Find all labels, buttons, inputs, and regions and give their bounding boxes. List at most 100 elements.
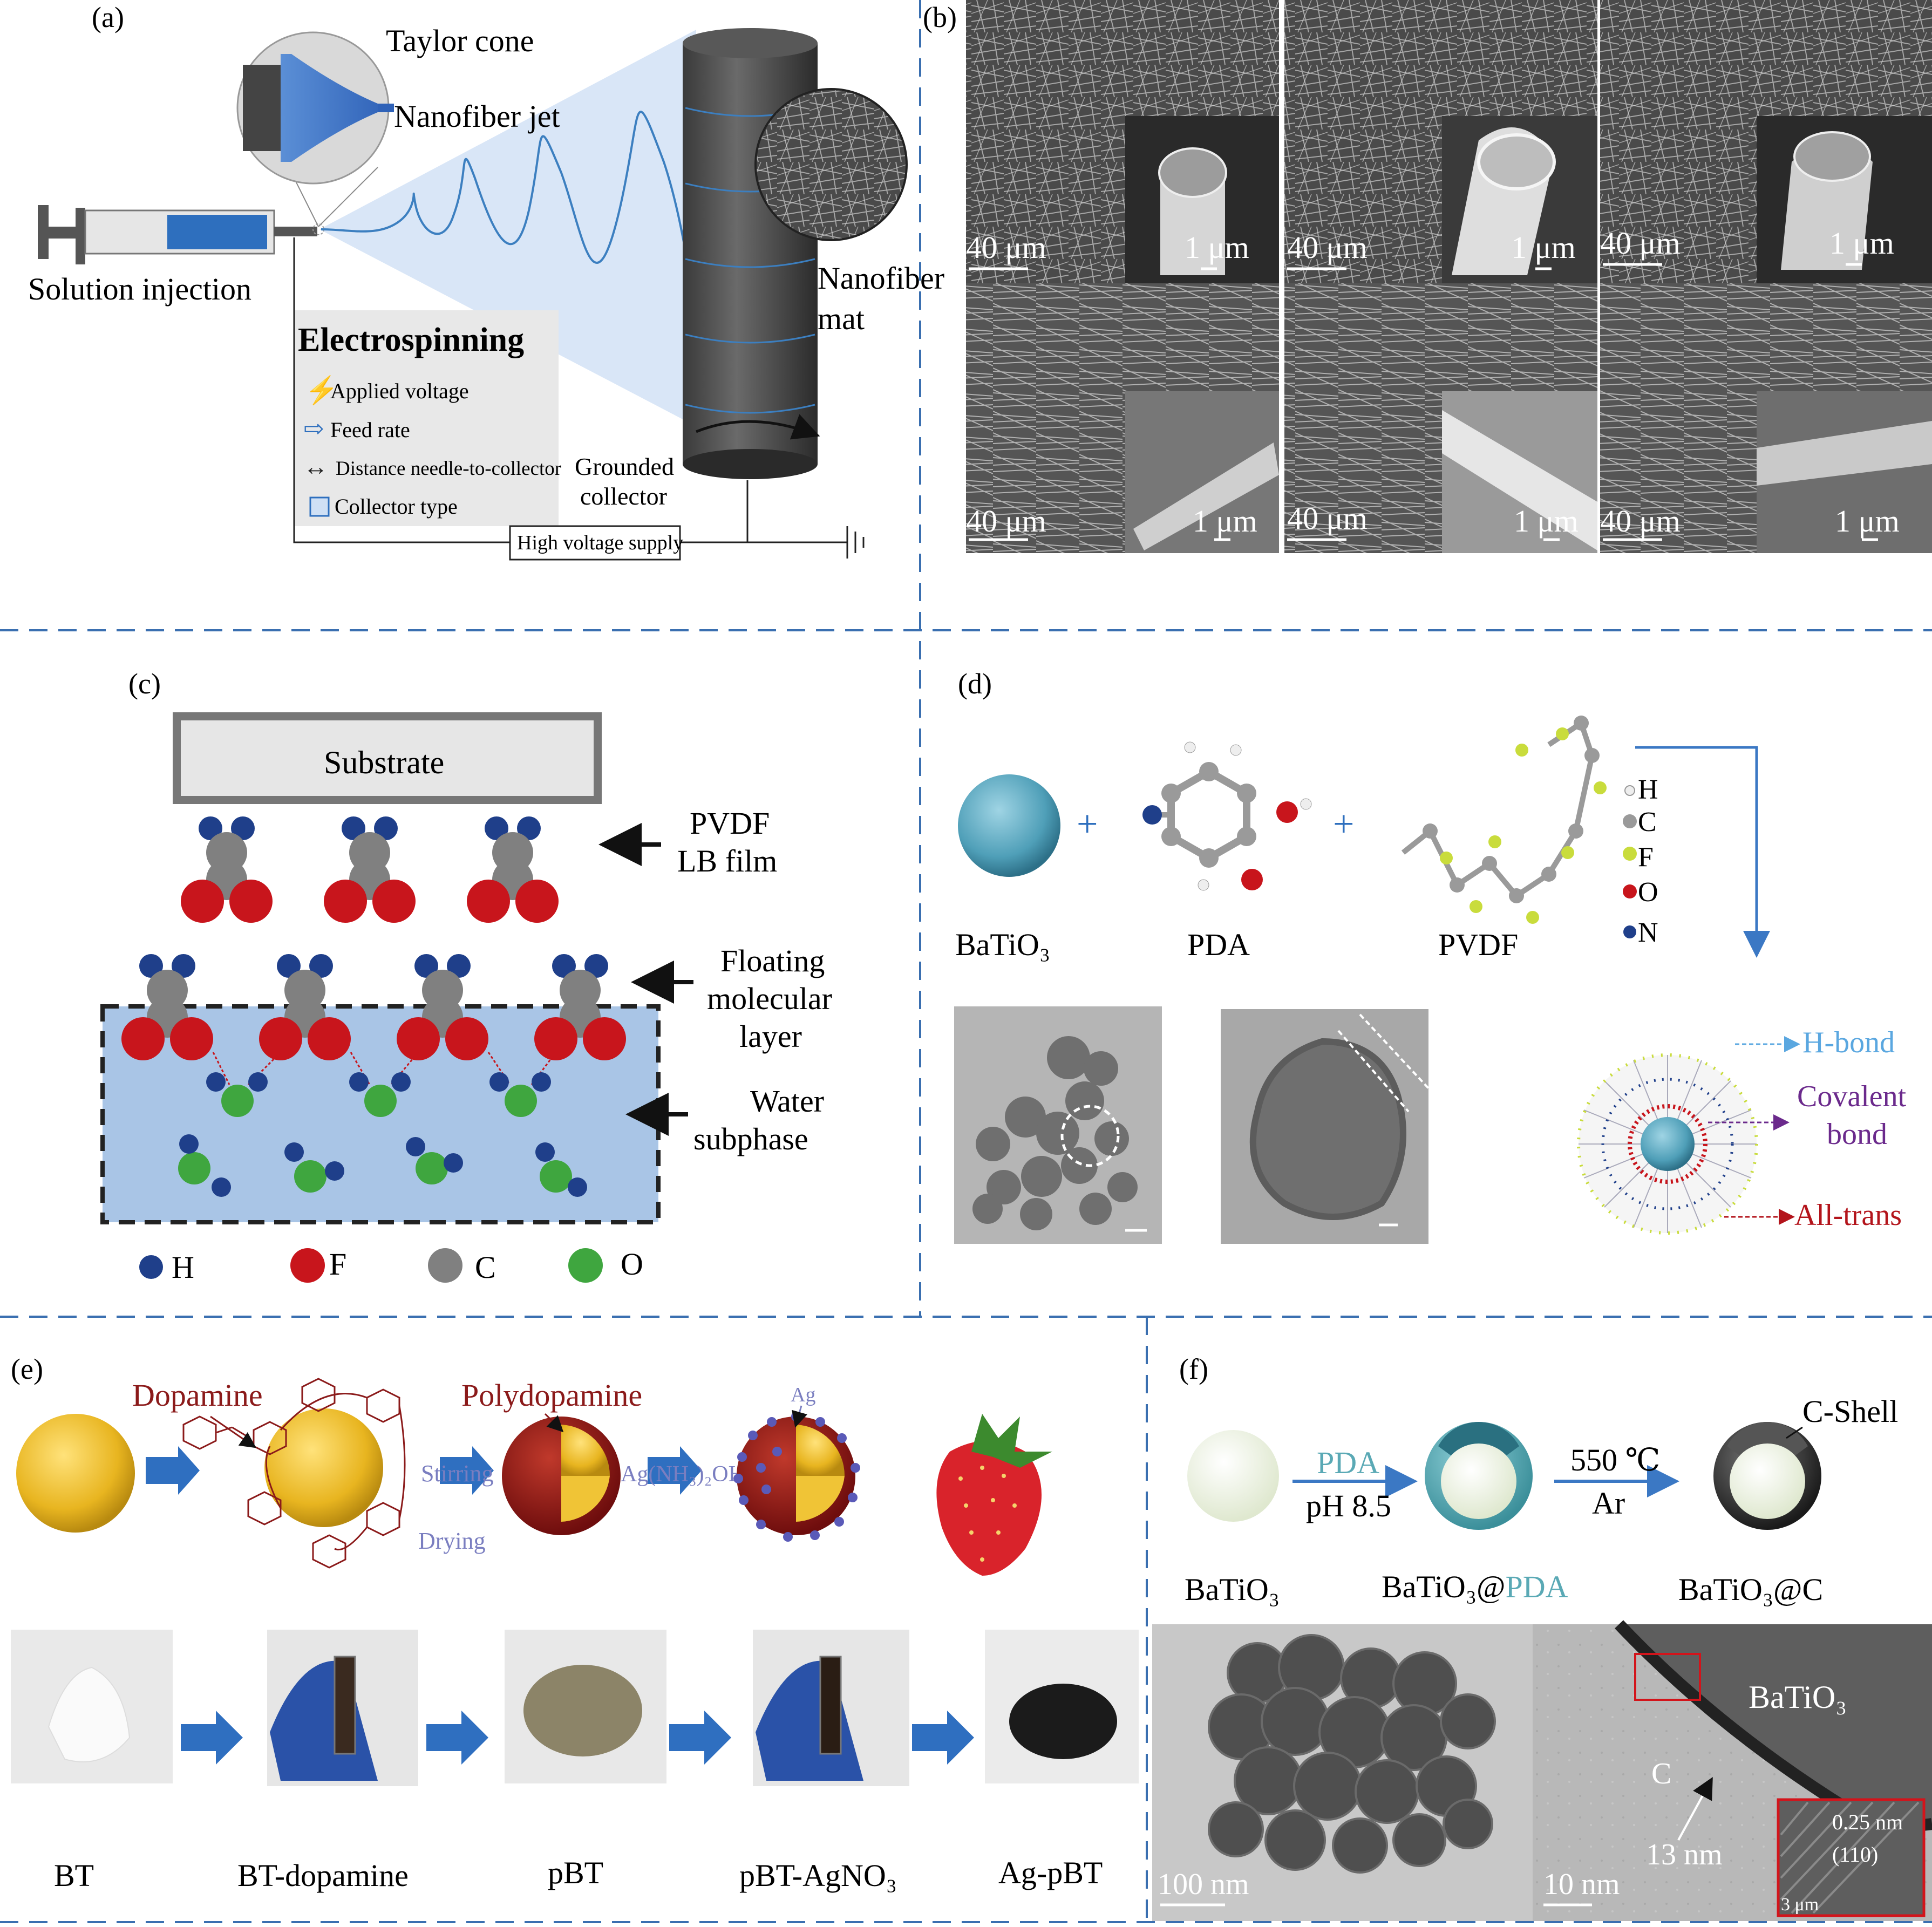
water-molecules xyxy=(178,1051,587,1197)
f-cshell-label: C-Shell xyxy=(1802,1394,1898,1429)
panel-a-tag: (a) xyxy=(92,1,124,33)
pvdf-label-2: LB film xyxy=(677,843,777,879)
legend-d-o: O xyxy=(1638,877,1658,908)
solution-injection-label: Solution injection xyxy=(28,271,251,307)
hbond-label: H-bond xyxy=(1802,1026,1895,1059)
polydopamine-particle xyxy=(502,1417,621,1535)
panel-a: (a) Solution injection Taylor cone Nanof… xyxy=(28,1,944,561)
f-batio3-c-particle xyxy=(1713,1422,1821,1530)
water-label-2: subphase xyxy=(693,1121,808,1156)
polydopamine-label: Polydopamine xyxy=(461,1378,642,1413)
floating-label-1: Floating xyxy=(720,943,825,978)
nanofiber-mat-label-1: Nanofiber xyxy=(818,261,944,296)
legend-f: F xyxy=(329,1247,346,1282)
photo-label-bt-dopamine: BT-dopamine xyxy=(237,1858,409,1893)
panel-e-tag: (e) xyxy=(11,1353,43,1385)
pda-label: PDA xyxy=(1187,927,1250,962)
legend-d-c: C xyxy=(1638,807,1657,837)
spray-cone xyxy=(319,30,696,426)
sem-grid xyxy=(966,0,1932,553)
ag-label: Ag xyxy=(791,1384,815,1406)
f-lattice-label: 0.25 nm xyxy=(1832,1810,1903,1834)
f-scale-100-label: 100 nm xyxy=(1158,1868,1249,1901)
scale-40um-5: 40 μm xyxy=(1287,501,1368,536)
water-label-1: Water xyxy=(750,1084,824,1119)
bt-dopamine-particle xyxy=(264,1408,383,1527)
sem-scale-labels: 40 μm 40 μm 40 μm 40 μm 40 μm 40 μm 1 μm… xyxy=(966,226,1900,539)
alltrans-label: All-trans xyxy=(1794,1199,1902,1232)
tem-particles-1 xyxy=(972,1036,1138,1230)
process-arrow-d xyxy=(1635,746,1770,958)
f-plane-label: (110) xyxy=(1832,1842,1878,1867)
legend-c: C xyxy=(475,1250,496,1285)
substrate-label: Substrate xyxy=(324,745,444,780)
legend-h: H xyxy=(172,1250,194,1285)
f-label-batio3-pda: BaTiO₃@PDA xyxy=(1382,1569,1568,1604)
tem-highlight xyxy=(1060,1105,1120,1167)
scale-40um-4: 40 μm xyxy=(966,503,1046,539)
arrow-e-2 xyxy=(440,1446,494,1495)
scale-1um-4: 1 μm xyxy=(1193,503,1257,539)
legend-d-n: N xyxy=(1638,917,1658,948)
legend-d-f: F xyxy=(1638,842,1654,873)
scale-1um-1: 1 μm xyxy=(1185,230,1249,265)
photo-label-ag-pbt: Ag-pBT xyxy=(998,1855,1103,1890)
pvdf-label: PVDF xyxy=(1438,927,1518,962)
floating-molecules xyxy=(121,954,626,1060)
distance-icon: ↔ xyxy=(303,453,328,480)
photo-label-bt: BT xyxy=(54,1858,94,1893)
pvdf-atoms xyxy=(1423,716,1607,924)
panel-f-tag: (f) xyxy=(1179,1353,1208,1385)
f-hrtem-roi xyxy=(1634,1653,1701,1701)
f-temp-label: 550 ℃ xyxy=(1570,1442,1660,1477)
core-shell-schematic xyxy=(1577,1053,1758,1235)
grounded-label-2: collector xyxy=(580,482,667,510)
scale-40um-3: 40 μm xyxy=(1600,226,1681,261)
arrow-e-3 xyxy=(648,1446,702,1495)
param-distance: Distance needle-to-collector xyxy=(336,458,561,480)
scale-40um-6: 40 μm xyxy=(1600,503,1681,539)
nanofiber-mat-inset xyxy=(754,88,908,241)
floating-label-2: molecular xyxy=(707,981,832,1016)
photo-label-pbt-agno3: pBT-AgNO₃ xyxy=(739,1858,897,1893)
f-label-batio3: BaTiO₃ xyxy=(1185,1572,1280,1607)
panel-e: (e) Dopamine Stirring Drying Polydo xyxy=(11,1353,1139,1893)
f-ar-label: Ar xyxy=(1592,1486,1625,1521)
hv-supply-box xyxy=(509,525,681,561)
panel-d-tag: (d) xyxy=(958,668,992,700)
f-hrtem-c-label: C xyxy=(1651,1757,1671,1790)
taylor-cone-magnifier xyxy=(236,31,394,235)
photo-label-pbt: pBT xyxy=(548,1855,603,1890)
covalent-label-2: bond xyxy=(1827,1118,1887,1151)
f-hrtem-core xyxy=(1619,1624,1932,1825)
f-scale-10-label: 10 nm xyxy=(1543,1868,1620,1901)
param-collector-type: Collector type xyxy=(335,494,458,519)
scale-1um-2: 1 μm xyxy=(1511,230,1576,265)
panel-d: (d) + + Ba xyxy=(954,668,1907,1244)
electrospinning-params-box xyxy=(294,310,559,526)
scale-40um-1: 40 μm xyxy=(966,230,1046,265)
f-label-batio3-c: BaTiO₃@C xyxy=(1678,1572,1823,1607)
f-thickness-label: 13 nm xyxy=(1646,1838,1723,1871)
lb-film-molecules xyxy=(181,816,559,923)
lightning-icon: ⚡ xyxy=(305,374,338,406)
dopamine-structure xyxy=(182,1415,246,1450)
tem-shell-markers xyxy=(1337,1013,1431,1113)
pda-molecule xyxy=(1142,741,1312,891)
strawberry-image xyxy=(936,1414,1052,1576)
photo-arrows xyxy=(181,1711,974,1765)
circuit xyxy=(293,237,865,559)
atom-legend-d xyxy=(1623,785,1637,938)
panel-c-tag: (c) xyxy=(128,668,161,700)
param-applied-voltage: Applied voltage xyxy=(330,379,469,403)
f-ph-label: pH 8.5 xyxy=(1306,1488,1391,1523)
panel-b-tag: (b) xyxy=(923,1,957,33)
legend-d-h: H xyxy=(1638,774,1658,805)
scale-1um-3: 1 μm xyxy=(1829,226,1894,261)
pvdf-label-1: PVDF xyxy=(690,806,770,841)
atom-legend-c xyxy=(139,1248,603,1283)
nanofiber-jet-label: Nanofiber jet xyxy=(394,99,560,134)
covalent-label-1: Covalent xyxy=(1797,1080,1907,1113)
